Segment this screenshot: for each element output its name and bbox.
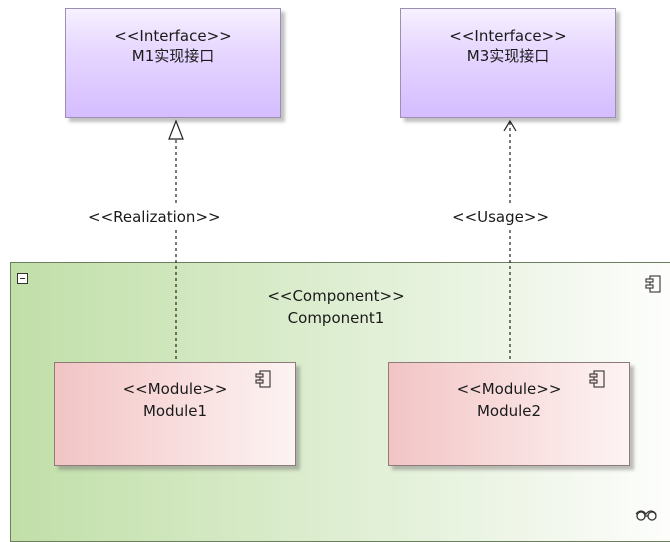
interface-m1-stereotype: <<Interface>>	[114, 27, 232, 45]
module1-component-icon	[255, 370, 271, 388]
interface-m3-name: M3实现接口	[466, 47, 550, 65]
module1-stereotype: <<Module>>	[122, 380, 228, 398]
component-name: Component1	[287, 309, 385, 327]
component-stereotype: <<Component>>	[267, 287, 405, 305]
realization-label[interactable]: <<Realization>>	[88, 208, 221, 226]
glasses-icon	[635, 510, 657, 521]
interface-m3[interactable]: <<Interface>> M3实现接口	[400, 8, 616, 118]
interface-m1-name: M1实现接口	[131, 47, 215, 65]
interface-m1[interactable]: <<Interface>> M1实现接口	[65, 8, 281, 118]
realization-arrowhead	[168, 119, 184, 140]
usage-arrowhead	[503, 119, 517, 132]
interface-m3-stereotype: <<Interface>>	[449, 27, 567, 45]
module2-stereotype: <<Module>>	[456, 380, 562, 398]
component-icon	[645, 275, 661, 293]
collapse-icon[interactable]	[17, 273, 28, 284]
module1-box[interactable]: <<Module>> Module1	[54, 362, 296, 466]
module1-name: Module1	[142, 402, 208, 420]
module2-component-icon	[589, 370, 605, 388]
usage-label[interactable]: <<Usage>>	[452, 208, 550, 226]
module2-name: Module2	[476, 402, 542, 420]
component-title: <<Component>> Component1	[1, 285, 670, 329]
module2-box[interactable]: <<Module>> Module2	[388, 362, 630, 466]
